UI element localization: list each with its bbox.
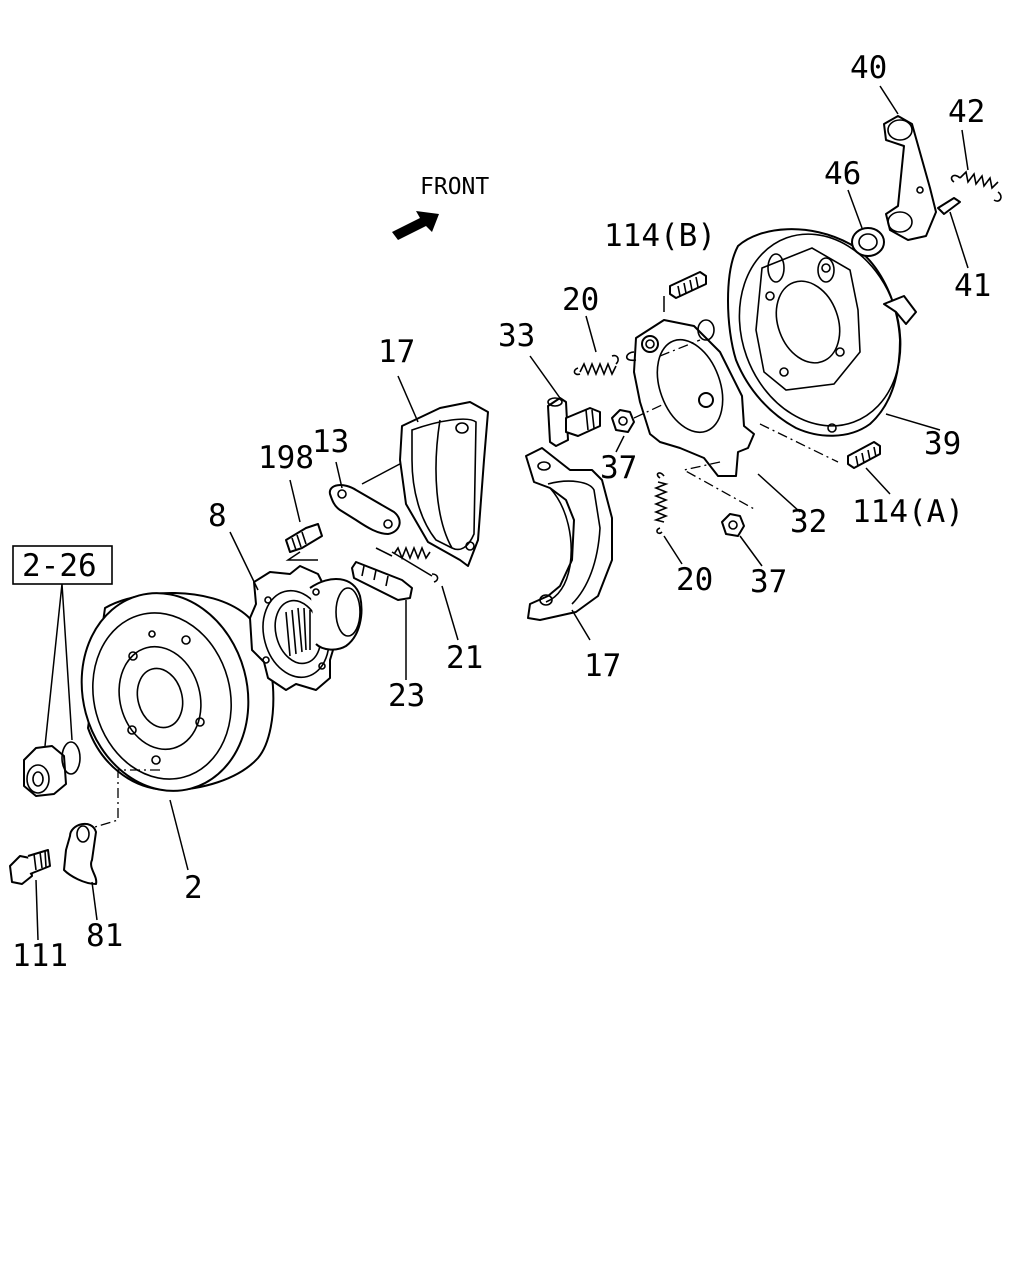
brake-drum-part[interactable]: 2 (60, 574, 275, 906)
callout-198: 198 (258, 440, 314, 476)
callout-46: 46 (824, 156, 861, 192)
front-arrow-icon (392, 211, 439, 240)
callout-17-upper: 17 (378, 334, 415, 370)
plate-81-part[interactable]: 81 (63, 822, 123, 954)
front-indicator: FRONT (392, 174, 489, 240)
nut-37-upper-part[interactable]: 37 (600, 403, 665, 486)
reference-box-label: 2-26 (22, 548, 97, 584)
stud-198-part[interactable]: 198 (258, 440, 323, 561)
washer-46-part[interactable]: 46 (824, 156, 885, 257)
callout-17-lower: 17 (584, 648, 621, 684)
callout-2: 2 (184, 870, 203, 906)
anchor-plate-32-part[interactable]: 32 (625, 319, 828, 540)
callout-23: 23 (388, 678, 425, 714)
stud-114b-part[interactable]: 114(B) (604, 218, 716, 357)
shoe-17-upper-part[interactable]: 17 (378, 334, 489, 567)
strut-13-part[interactable]: 13 (312, 424, 431, 535)
callout-42: 42 (948, 94, 985, 130)
hub-8-part[interactable]: 8 (208, 498, 363, 691)
callout-114b: 114(B) (604, 218, 716, 254)
spring-20-upper-part[interactable]: 20 (562, 282, 619, 377)
adjuster-23-part[interactable]: 23 (351, 561, 425, 714)
nut-37-lower-part[interactable]: 37 (721, 513, 787, 600)
callout-20-upper: 20 (562, 282, 599, 318)
pin-41-part[interactable]: 41 (937, 197, 991, 304)
callout-41: 41 (954, 268, 991, 304)
callout-33: 33 (498, 318, 535, 354)
callout-13: 13 (312, 424, 349, 460)
callout-114a: 114(A) (852, 494, 964, 530)
shoe-17-lower-part[interactable]: 17 (525, 447, 621, 684)
callout-37-lower: 37 (750, 564, 787, 600)
backing-plate-39-part[interactable]: 39 (713, 211, 961, 462)
spring-42-part[interactable]: 42 (948, 94, 1002, 202)
callout-8: 8 (208, 498, 227, 534)
spring-21-part[interactable]: 21 (375, 545, 483, 676)
pin-33-part[interactable]: 33 (498, 318, 601, 447)
callout-20-lower: 20 (676, 562, 713, 598)
spring-20-lower-part[interactable]: 20 (653, 472, 713, 598)
lever-40-part[interactable]: 40 (850, 50, 937, 241)
hub-nut-part[interactable] (23, 741, 81, 797)
callout-37-upper: 37 (600, 450, 637, 486)
callout-81: 81 (86, 918, 123, 954)
callout-39: 39 (924, 426, 961, 462)
bolt-111-part[interactable]: 111 (9, 849, 68, 974)
front-label: FRONT (420, 174, 489, 200)
callout-40: 40 (850, 50, 887, 86)
reference-box-2-26[interactable]: 2-26 (12, 545, 113, 747)
stud-114a-part[interactable]: 114(A) (759, 423, 964, 530)
callout-32: 32 (790, 504, 827, 540)
callout-111: 111 (12, 938, 68, 974)
callout-21: 21 (446, 640, 483, 676)
